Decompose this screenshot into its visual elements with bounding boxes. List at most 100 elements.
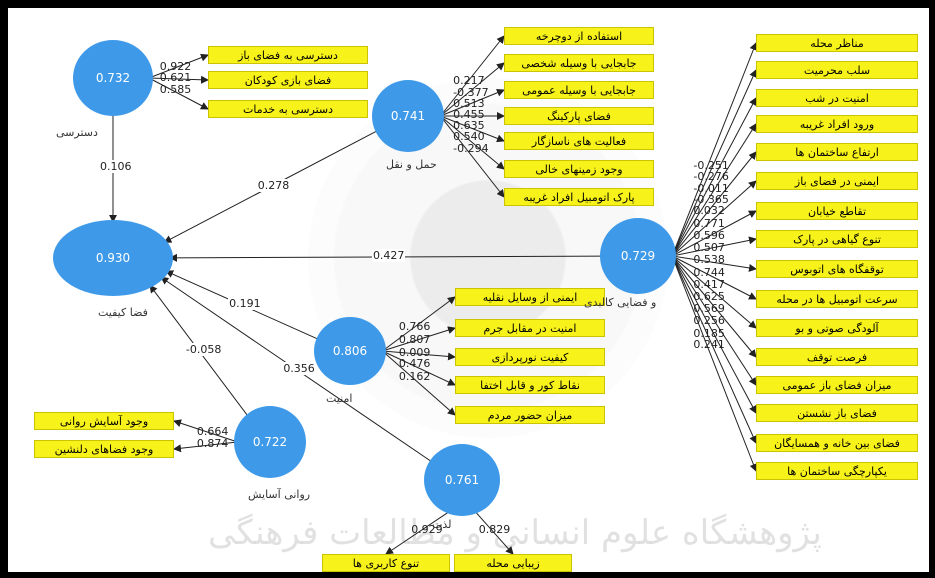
loading-line-physical-4 bbox=[671, 151, 757, 257]
latent-security: 0.806 bbox=[314, 317, 386, 385]
indicator-transport-2: جابجایی با وسیله عمومی bbox=[504, 81, 654, 99]
loading-line-security-1 bbox=[382, 326, 456, 352]
loading-value-physical-3: -0.365 bbox=[693, 192, 729, 206]
indicator-physical-15: یکپارچگی ساختمان ها bbox=[756, 462, 918, 480]
loading-line-physical-5 bbox=[671, 180, 757, 257]
loading-value-physical-0: -0.251 bbox=[693, 158, 729, 172]
indicator-physical-14: فضای بین خانه و همسایگان bbox=[756, 434, 918, 452]
loading-value-transport-5: 0.540 bbox=[453, 130, 485, 144]
indicator-physical-11: فرصت توقف bbox=[756, 348, 918, 366]
loading-value-comfort-1: 0.874 bbox=[196, 436, 229, 450]
loading-value-pleasure-0: 0.929 bbox=[411, 523, 443, 537]
loading-line-physical-6 bbox=[671, 210, 757, 257]
loading-value-physical-4: 0.032 bbox=[693, 204, 725, 218]
loading-value-physical-2: -0.011 bbox=[693, 181, 729, 195]
loading-line-access-0 bbox=[148, 53, 209, 79]
indicator-transport-4: فعالیت های ناسازگار bbox=[504, 132, 654, 150]
loading-line-access-1 bbox=[148, 75, 209, 84]
loading-line-physical-12 bbox=[671, 255, 757, 386]
loading-line-transport-5 bbox=[440, 115, 505, 170]
indicator-security-1: امنیت در مقابل جرم bbox=[455, 319, 605, 337]
indicator-security-0: ایمنی از وسایل نقلیه bbox=[455, 288, 605, 306]
loading-line-physical-3 bbox=[671, 123, 757, 257]
loading-value-pleasure-1: 0.829 bbox=[478, 523, 511, 537]
loading-line-physical-14 bbox=[671, 255, 757, 444]
indicator-physical-8: توقفگاه های اتوبوس bbox=[756, 260, 918, 278]
loading-value-security-3: 0.476 bbox=[398, 357, 431, 371]
loading-line-pleasure-0 bbox=[385, 511, 449, 555]
indicator-access-0: دسترسی به فضای باز bbox=[208, 46, 368, 64]
indicator-comfort-0: وجود آسایش روانی bbox=[34, 412, 174, 430]
loading-value-physical-15: 0.241 bbox=[693, 338, 725, 352]
loading-line-physical-11 bbox=[671, 255, 757, 358]
latent-transport: 0.741 bbox=[372, 80, 444, 152]
loading-line-comfort-1 bbox=[173, 441, 238, 453]
indicator-physical-0: مناظر محله bbox=[756, 34, 918, 52]
indicator-physical-10: آلودگی صوتی و بو bbox=[756, 319, 918, 337]
indicator-transport-5: وجود زمینهای خالی bbox=[504, 160, 654, 178]
indicator-physical-6: تقاطع خیابان bbox=[756, 202, 918, 220]
latent-name-security: امنیت bbox=[326, 392, 353, 405]
loading-line-comfort-0 bbox=[173, 419, 238, 443]
indicator-pleasure-0: تنوع کاربری ها bbox=[322, 554, 450, 572]
indicator-comfort-1: وجود فضاهای دلنشین bbox=[34, 440, 174, 458]
indicator-physical-9: سرعت اتومبیل ها در محله bbox=[756, 290, 918, 308]
indicator-transport-3: فضای پارکینگ bbox=[504, 107, 654, 125]
loading-value-physical-8: 0.538 bbox=[693, 253, 725, 267]
indicator-pleasure-1: زیبایی محله bbox=[454, 554, 572, 572]
latent-name-comfort: روانی آسایش bbox=[248, 488, 311, 501]
loading-line-transport-4 bbox=[440, 115, 505, 143]
loading-value-transport-4: 0.635 bbox=[453, 118, 485, 132]
loading-line-physical-7 bbox=[672, 236, 757, 257]
loading-line-security-3 bbox=[382, 350, 456, 386]
loading-line-physical-8 bbox=[672, 255, 757, 272]
indicator-access-2: دسترسی به خدمات bbox=[208, 100, 368, 118]
latent-name-access: دسترسی bbox=[56, 126, 98, 139]
loading-value-security-2: 0.009 bbox=[398, 345, 431, 359]
loading-line-physical-2 bbox=[671, 97, 757, 257]
watermark-text: پژوهشگاه علوم انسانی و مطالعات فرهنگی bbox=[208, 513, 822, 553]
indicator-physical-1: سلب محرمیت bbox=[756, 61, 918, 79]
loading-line-transport-1 bbox=[440, 62, 505, 117]
loading-value-transport-0: 0.217 bbox=[453, 74, 485, 88]
diagram-canvas: پژوهشگاه علوم انسانی و مطالعات فرهنگی 0.… bbox=[8, 8, 929, 572]
indicator-transport-6: پارک اتومبیل افراد غریبه bbox=[504, 188, 654, 206]
loading-value-access-2: 0.585 bbox=[159, 83, 192, 97]
indicator-physical-5: ایمنی در فضای باز bbox=[756, 172, 918, 190]
path-coef-security: 0.191 bbox=[228, 297, 262, 311]
connector-layer bbox=[109, 35, 758, 555]
loading-value-physical-14: 0.185 bbox=[693, 326, 725, 340]
loading-value-security-0: 0.766 bbox=[398, 320, 431, 334]
latent-pleasure: 0.761 bbox=[424, 444, 500, 516]
loading-value-transport-1: -0.377 bbox=[453, 85, 489, 99]
path-coef-transport: 0.278 bbox=[256, 178, 291, 192]
path-coef-pleasure: 0.356 bbox=[282, 361, 316, 375]
loading-value-comfort-0: 0.664 bbox=[196, 425, 229, 439]
loading-value-physical-13: 0.256 bbox=[693, 313, 725, 327]
latent-name-pleasure: لذت bbox=[432, 518, 452, 531]
loading-value-transport-2: 0.513 bbox=[453, 97, 485, 111]
loading-line-physical-13 bbox=[671, 255, 757, 414]
loading-value-access-1: 0.621 bbox=[159, 70, 192, 84]
indicator-physical-4: ارتفاع ساختمان ها bbox=[756, 143, 918, 161]
latent-name-transport: حمل و نقل bbox=[386, 158, 437, 171]
loading-line-security-2 bbox=[382, 350, 456, 361]
loading-line-pleasure-1 bbox=[475, 512, 514, 555]
loading-line-security-4 bbox=[382, 350, 456, 416]
indicator-security-2: کیفیت نورپردازی bbox=[455, 348, 605, 366]
loading-value-transport-6: -0.294 bbox=[453, 142, 489, 156]
loading-line-physical-10 bbox=[671, 255, 757, 329]
loading-line-physical-1 bbox=[671, 69, 757, 257]
indicator-security-3: نقاط کور و قابل اختفا bbox=[455, 376, 605, 394]
loading-value-physical-10: 0.417 bbox=[693, 278, 725, 292]
loading-line-access-2 bbox=[148, 77, 209, 110]
loading-value-physical-1: -0.276 bbox=[693, 169, 729, 183]
path-coef-access: 0.106 bbox=[99, 160, 133, 173]
loading-value-transport-3: 0.455 bbox=[453, 108, 485, 121]
loading-value-physical-5: 0.771 bbox=[693, 216, 725, 230]
indicator-physical-12: میزان فضای باز عمومی bbox=[756, 376, 918, 394]
indicator-transport-1: جابجایی با وسیله شخصی bbox=[504, 54, 654, 72]
latent-quality: 0.930 bbox=[53, 220, 173, 296]
loading-value-physical-6: 0.596 bbox=[693, 229, 725, 243]
loading-value-physical-7: 0.507 bbox=[693, 240, 725, 254]
